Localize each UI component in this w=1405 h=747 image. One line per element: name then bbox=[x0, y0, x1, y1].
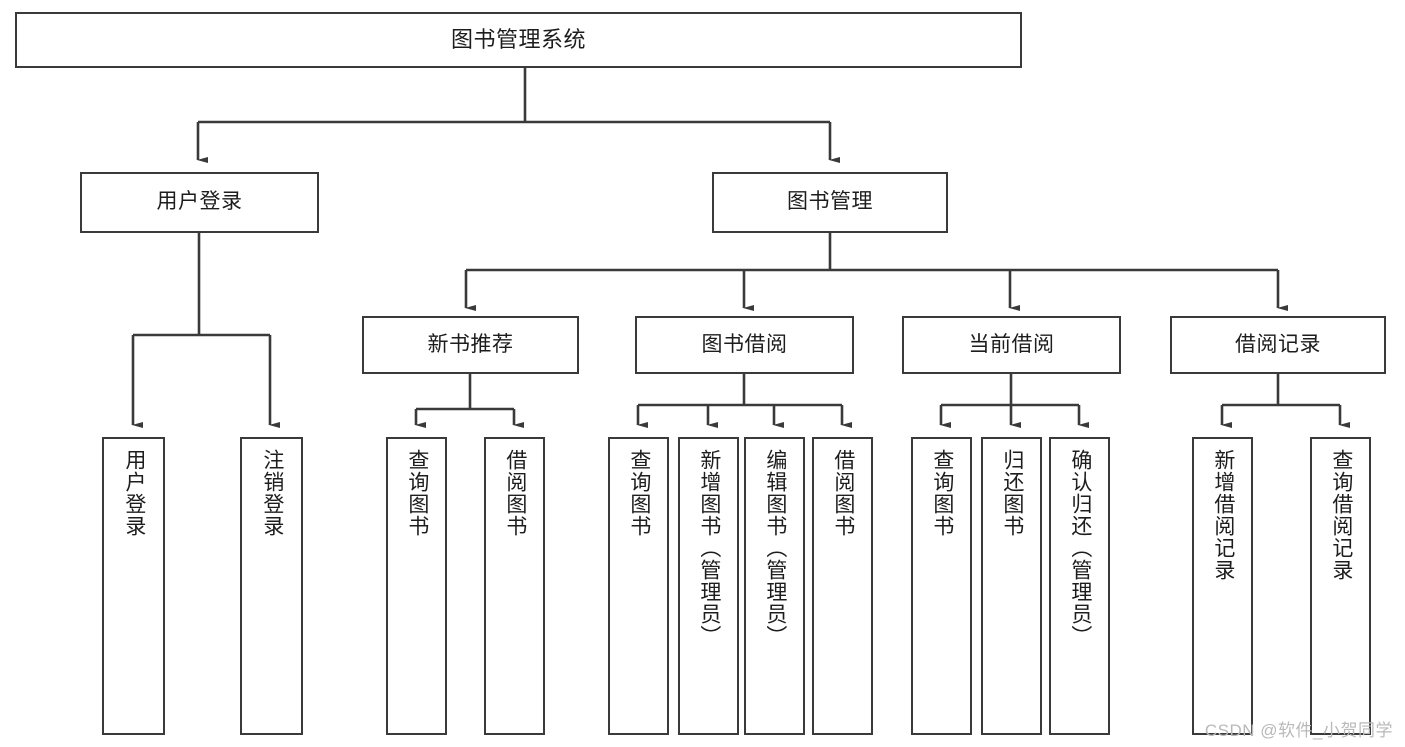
leaf-book-borrow-query[interactable]: 查询图书 bbox=[608, 437, 669, 735]
node-label: 查询借阅记录 bbox=[1329, 449, 1353, 581]
leaf-user-login-login[interactable]: 用户登录 bbox=[102, 437, 165, 735]
node-label: 借阅图书 bbox=[831, 449, 855, 537]
node-user-login[interactable]: 用户登录 bbox=[80, 172, 319, 233]
node-label: 用户登录 bbox=[156, 190, 243, 214]
node-label: 图书管理 bbox=[787, 190, 873, 214]
node-label: 用户登录 bbox=[122, 449, 146, 537]
node-label: 新增图书（管理员） bbox=[697, 449, 721, 647]
node-label: 查询图书 bbox=[930, 449, 954, 537]
leaf-borrow-record-add[interactable]: 新增借阅记录 bbox=[1192, 437, 1253, 735]
node-label: 确认归还（管理员） bbox=[1068, 449, 1092, 647]
leaf-new-book-query[interactable]: 查询图书 bbox=[386, 437, 447, 735]
csdn-watermark: CSDN @软件_小贺同学 bbox=[1204, 721, 1393, 740]
leaf-current-borrow-confirm-return[interactable]: 确认归还（管理员） bbox=[1049, 437, 1110, 735]
node-label: 借阅记录 bbox=[1235, 332, 1321, 356]
node-label: 图书管理系统 bbox=[450, 27, 586, 53]
leaf-current-borrow-query[interactable]: 查询图书 bbox=[911, 437, 972, 735]
node-book-borrow[interactable]: 图书借阅 bbox=[635, 316, 854, 374]
node-label: 图书借阅 bbox=[701, 332, 788, 356]
node-label: 查询图书 bbox=[627, 449, 651, 537]
node-borrow-record[interactable]: 借阅记录 bbox=[1170, 316, 1386, 374]
node-current-borrow[interactable]: 当前借阅 bbox=[902, 316, 1121, 374]
node-label: 查询图书 bbox=[405, 449, 429, 537]
node-label: 注销登录 bbox=[260, 449, 284, 537]
leaf-user-login-logout[interactable]: 注销登录 bbox=[240, 437, 303, 735]
leaf-book-borrow-add[interactable]: 新增图书（管理员） bbox=[678, 437, 739, 735]
node-label: 当前借阅 bbox=[968, 332, 1055, 356]
leaf-current-borrow-return[interactable]: 归还图书 bbox=[981, 437, 1042, 735]
leaf-book-borrow-lend[interactable]: 借阅图书 bbox=[812, 437, 873, 735]
node-label: 归还图书 bbox=[1000, 449, 1024, 537]
node-book-management[interactable]: 图书管理 bbox=[712, 172, 948, 233]
leaf-new-book-borrow[interactable]: 借阅图书 bbox=[484, 437, 545, 735]
node-new-book-recommend[interactable]: 新书推荐 bbox=[362, 316, 579, 374]
node-label: 借阅图书 bbox=[503, 449, 527, 537]
leaf-borrow-record-query[interactable]: 查询借阅记录 bbox=[1310, 437, 1371, 735]
node-label: 新增借阅记录 bbox=[1211, 449, 1235, 581]
node-label: 新书推荐 bbox=[427, 332, 514, 356]
node-root-system[interactable]: 图书管理系统 bbox=[15, 12, 1022, 68]
leaf-book-borrow-edit[interactable]: 编辑图书（管理员） bbox=[744, 437, 805, 735]
node-label: 编辑图书（管理员） bbox=[763, 449, 787, 647]
